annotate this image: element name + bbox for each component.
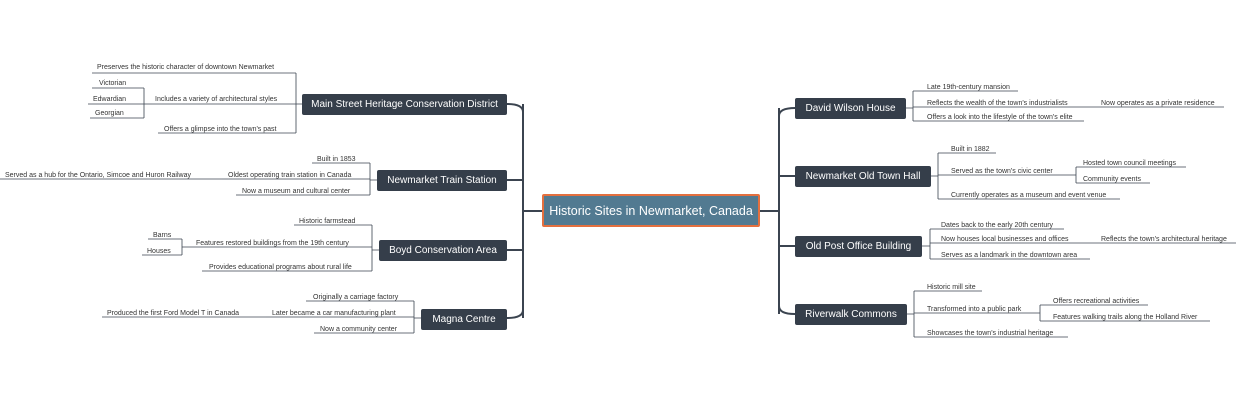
leaf-text: Later became a car manufacturing plant (272, 310, 396, 317)
leaf-text: Built in 1853 (317, 156, 356, 163)
central-topic[interactable]: Historic Sites in Newmarket, Canada (542, 194, 760, 227)
connector-line (1070, 166, 1186, 184)
connector-line (266, 300, 414, 334)
leaf-text: Produced the first Ford Model T in Canad… (107, 310, 240, 317)
leaf-text: Georgian (95, 110, 124, 117)
leaf-text: Served as a hub for the Ontario, Simcoe … (5, 172, 191, 179)
leaf-text: Now a community center (320, 326, 398, 333)
branch-old-town-hall[interactable]: Newmarket Old Town Hall (795, 166, 931, 187)
connector-line (907, 291, 915, 337)
leaf-text: Built in 1882 (951, 146, 990, 153)
connector-line (88, 87, 144, 119)
connector-line (914, 290, 1068, 338)
leaf-text: Oldest operating train station in Canada (228, 172, 352, 179)
connector-line (1032, 304, 1210, 322)
leaf-text: Barns (153, 232, 172, 239)
leaf-text: Now houses local businesses and offices (941, 236, 1069, 243)
leaf-text: Currently operates as a museum and event… (951, 192, 1107, 199)
branch-david-wilson[interactable]: David Wilson House (795, 98, 906, 119)
leaf-text: Features restored buildings from the 19t… (196, 240, 349, 247)
branch-magna[interactable]: Magna Centre (421, 309, 507, 330)
leaf-text: Houses (147, 248, 171, 255)
connector-line (906, 91, 914, 121)
leaf-text: Preserves the historic character of down… (97, 64, 275, 71)
leaf-text: Community events (1083, 176, 1141, 183)
connector-line (222, 162, 370, 196)
connector-line (922, 229, 931, 259)
leaf-text: Victorian (99, 80, 127, 87)
branch-link (778, 305, 796, 315)
leaf-text: Showcases the town's industrial heritage (927, 330, 1054, 337)
branch-boyd[interactable]: Boyd Conservation Area (379, 240, 507, 261)
leaf-text: Features walking trails along the Hollan… (1053, 314, 1198, 321)
connector-line (931, 153, 939, 199)
connector-line (371, 225, 379, 271)
branch-post-office[interactable]: Old Post Office Building (795, 236, 922, 257)
leaf-text: Offers recreational activities (1053, 298, 1140, 305)
connector-line (938, 152, 1120, 200)
leaf-text: Offers a glimpse into the town's past (164, 126, 277, 133)
leaf-text: Now operates as a private residence (1101, 100, 1215, 107)
connector-line (413, 301, 421, 333)
leaf-text: Reflects the wealth of the town's indust… (927, 100, 1068, 107)
leaf-text: Originally a carriage factory (313, 294, 399, 301)
connector-line (143, 88, 152, 118)
connector-line (369, 163, 377, 195)
leaf-text: Hosted town council meetings (1083, 160, 1176, 167)
leaf-text: Includes a variety of architectural styl… (155, 96, 278, 103)
connector-line (190, 224, 372, 272)
leaf-text: Historic farmstead (299, 218, 356, 225)
leaf-text: Historic mill site (927, 284, 976, 291)
branch-train-station[interactable]: Newmarket Train Station (377, 170, 507, 191)
branch-riverwalk[interactable]: Riverwalk Commons (795, 304, 907, 325)
connector-line (295, 73, 302, 133)
branch-main-street[interactable]: Main Street Heritage Conservation Distri… (302, 94, 507, 115)
leaf-text: Provides educational programs about rura… (209, 264, 352, 271)
leaf-text: Transformed into a public park (927, 306, 1022, 313)
branch-link (778, 107, 796, 117)
leaf-text: Serves as a landmark in the downtown are… (941, 252, 1078, 259)
leaf-text: Served as the town's civic center (951, 168, 1053, 175)
branch-link (506, 103, 524, 113)
leaf-text: Edwardian (93, 96, 127, 103)
connector-line (913, 90, 1090, 122)
leaf-text: Dates back to the early 20th century (941, 222, 1054, 229)
leaf-text: Reflects the town's architectural herita… (1101, 236, 1227, 243)
leaf-text: Offers a look into the lifestyle of the … (927, 114, 1073, 121)
connector-line (930, 228, 1090, 260)
branch-link (506, 309, 524, 319)
leaf-text: Now a museum and cultural center (242, 188, 351, 195)
leaf-text: Late 19th-century mansion (927, 84, 1010, 91)
connector-line (142, 238, 190, 256)
